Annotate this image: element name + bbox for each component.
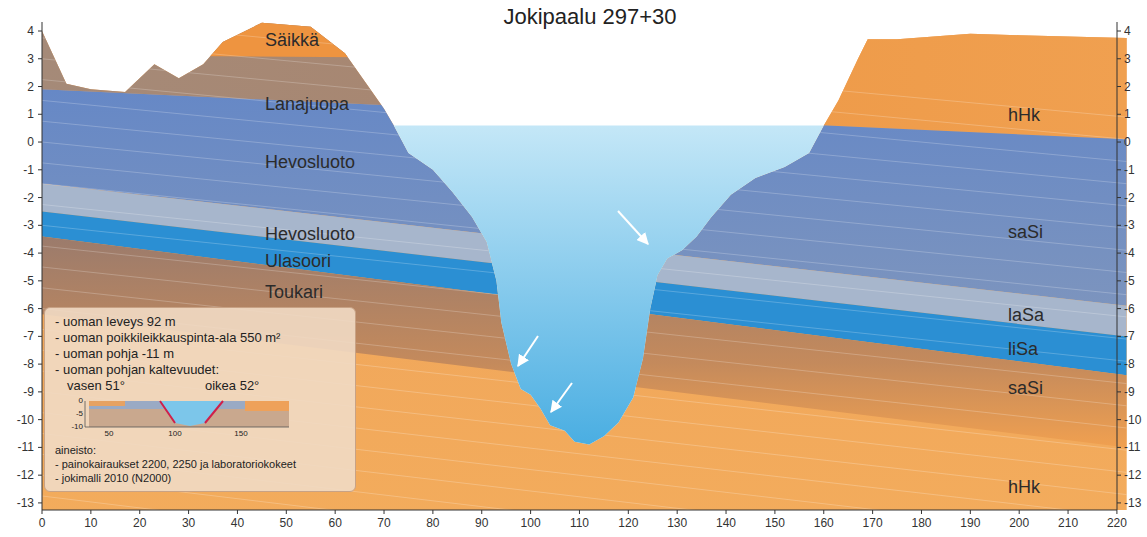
depth-tick: -11 bbox=[18, 441, 34, 453]
depth-tick: -1 bbox=[1124, 164, 1135, 176]
distance-tick: 170 bbox=[863, 517, 883, 529]
depth-tick: -5 bbox=[23, 275, 34, 287]
layer-name: Lanajuopa bbox=[265, 95, 349, 113]
layer-name: Hevosluoto bbox=[265, 153, 355, 171]
distance-tick: 190 bbox=[960, 517, 980, 529]
distance-tick: 160 bbox=[814, 517, 834, 529]
depth-tick: -8 bbox=[23, 358, 34, 370]
depth-tick: -1 bbox=[23, 164, 34, 176]
layer-name: saSi bbox=[1008, 223, 1043, 241]
diagram-title: Jokipaalu 297+30 bbox=[503, 6, 676, 28]
distance-tick: 150 bbox=[765, 517, 785, 529]
distance-tick: 40 bbox=[231, 517, 244, 529]
layer-name: Säikkä bbox=[265, 31, 319, 49]
depth-tick: -12 bbox=[1124, 469, 1141, 481]
layer-name: Hevosluoto bbox=[265, 225, 355, 243]
distance-tick: 110 bbox=[570, 517, 589, 529]
distance-tick: 220 bbox=[1107, 517, 1127, 529]
distance-tick: 130 bbox=[667, 517, 687, 529]
depth-tick: -13 bbox=[1124, 497, 1141, 509]
info-box: - uoman leveys 92 m- uoman poikkileikkau… bbox=[44, 307, 356, 492]
depth-tick: 2 bbox=[27, 81, 34, 93]
inset-tick: 150 bbox=[234, 430, 247, 438]
depth-tick: -7 bbox=[1124, 330, 1135, 342]
distance-tick: 30 bbox=[182, 517, 195, 529]
info-text: - uoman pohjan kaltevuudet: bbox=[55, 362, 345, 378]
depth-tick: 4 bbox=[27, 25, 34, 37]
depth-tick: -3 bbox=[1124, 219, 1135, 231]
distance-tick: 70 bbox=[377, 517, 390, 529]
inset-tick: -5 bbox=[76, 410, 83, 418]
depth-tick: -2 bbox=[23, 192, 34, 204]
depth-tick: -6 bbox=[1124, 303, 1135, 315]
inset-tick: 50 bbox=[105, 430, 114, 438]
distance-tick: 10 bbox=[84, 517, 97, 529]
depth-tick: 1 bbox=[27, 108, 34, 120]
distance-tick: 80 bbox=[426, 517, 439, 529]
distance-tick: 60 bbox=[328, 517, 341, 529]
layer-name: Ulasoori bbox=[265, 252, 331, 270]
depth-tick: 2 bbox=[1124, 81, 1131, 93]
depth-tick: -4 bbox=[23, 247, 34, 259]
depth-tick: -4 bbox=[1124, 247, 1135, 259]
depth-tick: -10 bbox=[1124, 414, 1141, 426]
info-text: - painokairaukset 2200, 2250 ja laborato… bbox=[55, 457, 345, 471]
layer-name: laSa bbox=[1008, 306, 1044, 324]
info-text: - uoman pohja -11 m bbox=[55, 346, 345, 362]
depth-tick: -9 bbox=[1124, 386, 1135, 398]
distance-tick: 20 bbox=[133, 517, 146, 529]
depth-tick: -5 bbox=[1124, 275, 1135, 287]
distance-tick: 50 bbox=[280, 517, 293, 529]
layer-name: Toukari bbox=[265, 283, 323, 301]
layer-name: hHk bbox=[1008, 478, 1040, 496]
layer-name: liSa bbox=[1008, 340, 1038, 358]
layer-name: saSi bbox=[1008, 379, 1043, 397]
depth-tick: -11 bbox=[1124, 441, 1140, 453]
depth-tick: -9 bbox=[23, 386, 34, 398]
depth-tick: 3 bbox=[1124, 53, 1131, 65]
info-text: oikea 52° bbox=[205, 378, 259, 394]
distance-tick: 200 bbox=[1009, 517, 1029, 529]
inset-tick: -10 bbox=[71, 423, 83, 431]
distance-tick: 100 bbox=[521, 517, 541, 529]
layer-name: hHk bbox=[1008, 106, 1040, 124]
info-text: vasen 51° bbox=[67, 378, 125, 394]
depth-tick: 3 bbox=[27, 53, 34, 65]
depth-tick: 1 bbox=[1124, 108, 1131, 120]
depth-tick: 4 bbox=[1124, 25, 1131, 37]
distance-tick: 140 bbox=[716, 517, 736, 529]
inset-tick: 100 bbox=[168, 430, 181, 438]
info-text: - jokimalli 2010 (N2000) bbox=[55, 471, 345, 485]
depth-tick: -8 bbox=[1124, 358, 1135, 370]
distance-tick: 90 bbox=[475, 517, 488, 529]
distance-tick: 180 bbox=[911, 517, 931, 529]
depth-tick: -6 bbox=[23, 303, 34, 315]
info-text: - uoman leveys 92 m bbox=[55, 314, 345, 330]
depth-tick: -3 bbox=[23, 219, 34, 231]
depth-tick: -12 bbox=[17, 469, 34, 481]
depth-tick: 0 bbox=[27, 136, 34, 148]
inset-tick: 0 bbox=[79, 397, 83, 405]
distance-tick: 120 bbox=[618, 517, 638, 529]
depth-tick: -2 bbox=[1124, 192, 1135, 204]
info-text: aineisto: bbox=[55, 443, 345, 457]
depth-tick: 0 bbox=[1124, 136, 1131, 148]
depth-tick: -10 bbox=[17, 414, 34, 426]
depth-tick: -7 bbox=[23, 330, 34, 342]
info-text: - uoman poikkileikkauspinta-ala 550 m² bbox=[55, 330, 345, 346]
distance-tick: 210 bbox=[1058, 517, 1078, 529]
depth-tick: -13 bbox=[17, 497, 34, 509]
distance-tick: 0 bbox=[39, 517, 46, 529]
